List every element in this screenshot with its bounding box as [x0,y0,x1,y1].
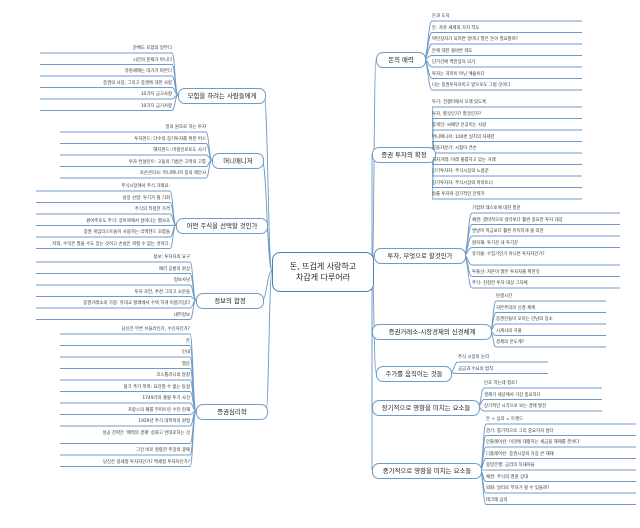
branch-10-leaf-1[interactable]: 주식시장에서 주식 거래료: [121,184,170,189]
branch-2-leaf-2[interactable]: 투자, 할것인가? 말것인가? [432,111,482,117]
branch-12-leaf-3[interactable]: 인내 [181,350,190,355]
branch-1-leaf-2[interactable]: 돈: 자유 세계의 가치 척도 [432,25,480,31]
branch-3-leaf-6[interactable]: 투플선: 자본이 많은 투자자를 위한것 [472,269,540,275]
branch-node-5[interactable]: 주가를 움직이는 것들 [376,366,452,382]
central-topic-line-1: 돈, 뜨겁게 사랑하고 [289,262,357,271]
branch-9-leaf-2[interactable]: 투자펀드: 다수의 장기투자를 위한 버스 [134,136,206,142]
branch-12-leaf-9[interactable]: 1929년 주식 대폭락의 원형 [138,419,190,424]
branch-8-leaf-4[interactable]: 증권의 사장, 그리고 증권에 대한 사랑 [103,80,172,86]
branch-12-leaf-12[interactable]: 당신은 길세형 투자자인가? 백세형 투자자인가? [103,459,190,465]
branch-node-1[interactable]: 돈의 매력 [376,52,426,68]
branch-10-leaf-2[interactable]: 성장 산업: 투기가 될 기회 [122,195,170,201]
branch-11-leaf-1[interactable]: 정보: 투자자의 요구 [153,255,190,260]
branch-1-leaf-3[interactable]: 박탄장자가 되려면 얼마나 많은 돈이 필요할까? [432,37,519,42]
branch-8-leaf-6[interactable]: 10가지 금기사항 [140,103,172,109]
branch-10-leaf-3[interactable]: 주식의 적정한 가격 [134,207,170,212]
branch-3-leaf-4[interactable]: 원자재: 투기꾼 내 투기꾼 [472,240,519,246]
branch-9-leaf-4[interactable]: 투자 컨설턴트: 고들의 기름은 고객의 고통 [128,159,206,165]
branch-12-leaf-8[interactable]: 프랑스의 폐를 부퍼트린 수찬 현재 [127,407,190,413]
branch-node-3[interactable]: 투자, 무엇으로 할것인가 [374,248,466,264]
branch-12-leaf-4[interactable]: 행운 [181,361,190,367]
branch-7-leaf-5[interactable]: 중앙은행: 금리의 독재자들 [486,463,535,468]
branch-1-leaf-7[interactable]: 나는 증권투자자이고 앞으로도 그럴 것이다. [432,83,512,88]
branch-4-leaf-2[interactable]: 자본주의의 신경 체계 [496,305,536,311]
branch-7-leaf-3[interactable]: 인플레이션: 이것에 대항하는 세금을 해제를 준비다 [486,440,580,445]
branch-12-leaf-10[interactable]: 성공 전략은 '매력의 경제' 승화고 반대로하는 것 [102,430,190,436]
branch-11-leaf-3[interactable]: 정보사냥 [173,278,190,283]
branch-9-leaf-3[interactable]: 헤지펀드: 마왕인로토도 사기 [153,148,206,153]
branch-7-leaf-1[interactable]: 돈 + 심리 = 트렌드 [486,417,524,422]
branch-5-leaf-2[interactable]: 공급과 수요의 법칙 [458,366,494,372]
branch-12-leaf-1[interactable]: 당신은 부른 브들라인가, 수신자인가? [121,327,190,332]
branch-10-leaf-6[interactable]: 저희, 수익은 많을 수도 있는 것이고 손실은 피할 수 없는 것이다. [52,241,170,247]
branch-2-leaf-1[interactable]: 투기: 전쟁터에서 오래 있도록 [432,100,487,105]
branch-12-leaf-11[interactable]: 그건 바로 명랑한 주장의 광패 [135,448,190,453]
branch-11-leaf-2[interactable]: 패러 공룡의 원상 [158,266,190,272]
branch-6-leaf-2[interactable]: 경제가 세상에서 가장 중요하다 [484,392,541,398]
branch-7-leaf-6[interactable]: 채권: 주식의 영원 상대 [486,474,529,480]
branch-8-leaf-1[interactable]: 분배도 모험의 일부다 [132,46,172,51]
branch-9-leaf-1[interactable]: 일의 원조로 하는 투자 [165,125,206,130]
branch-9-leaf-5[interactable]: 자산관리사: 머니매니저 중의 제안사 [139,171,206,176]
branch-2-leaf-7[interactable]: 단기투자자: 주식시장의 노름꾼 [432,169,489,174]
branch-node-6[interactable]: 장기적으로 영향을 미치는 요소들 [372,400,480,416]
central-topic-line-2: 차갑게 다루어라 [295,273,351,282]
branch-12-leaf-6[interactable]: 블크 주가 폭락: 묘라질 수 없는 동정 [123,384,190,390]
branch-3-leaf-5[interactable]: 유가물: 수집가인가 아니면 투자자인가? [472,252,545,257]
branch-7-leaf-2[interactable]: 경기: 통기적으로 그리 중요하지 않다 [486,428,554,434]
branch-12-leaf-7[interactable]: 1749가의 폴랄 투기 사건 [142,396,190,401]
branch-3-leaf-2[interactable]: 채권: 결비적으로 생각보다 훨씬 중요한 투자 대상 [472,217,563,223]
branch-4-leaf-3[interactable]: 증권인들이 모이는 만남의 장소 [496,317,553,322]
branch-10-leaf-5[interactable]: 증권 게임리스트들이 사용하는 리액젼드 조합들 [83,230,170,235]
branch-4-leaf-4[interactable]: 시계사의 거울 [496,328,522,334]
branch-3-leaf-7[interactable]: 주식: 진정한 투자 대상 그자체 [472,281,528,286]
branch-11-leaf-6[interactable]: 내부정보 [173,312,190,318]
branch-node-7[interactable]: 중기적으로 영향을 미치는 요소들 [372,463,482,479]
branch-12-leaf-2[interactable]: 돈 [185,338,190,344]
branch-8-leaf-5[interactable]: 10가지 금고사항 [140,92,172,97]
branch-6-leaf-3[interactable]: 장기적인 시각으로 보는 경제 발전 [484,404,547,409]
branch-2-leaf-8[interactable]: 장기투자자: 주식시장의 마라토너 [432,180,493,186]
branch-6-leaf-1[interactable]: 단조 하는데 접조? [484,381,518,386]
branch-11-leaf-5[interactable]: 증권거래소의 가중: 유대교 할레에서 수택 하게 이름가입다 [83,301,190,306]
branch-12-leaf-5[interactable]: 코스톨라니의 달걀 [156,373,190,378]
branch-8-leaf-3[interactable]: 유명세에는 대가가 따른다 [124,69,172,74]
branch-4-leaf-1[interactable]: 탄생시간 [496,294,513,299]
branch-2-leaf-4[interactable]: 머니메니저: 100번 일치의 자세한 [432,134,495,140]
branch-1-leaf-4[interactable]: 돈에 대한 올바른 태도 [432,48,473,54]
branch-node-8[interactable]: 모험을 하려는 사람들에게 [178,88,266,104]
branch-node-12[interactable]: 증권심리학 [196,404,268,420]
branch-11-leaf-4[interactable]: 투자 조언, 추천 그리고 소문들 [134,289,190,295]
branch-1-leaf-6[interactable]: 투자는 과학이 아닌 예술이다 [432,71,485,77]
branch-node-2[interactable]: 증권 투자의 확정 [372,147,436,163]
branch-2-leaf-5[interactable]: 공을자분가: 시점이 큰손 [432,146,477,151]
branch-7-leaf-7[interactable]: 외화: 달러로 부자가 될 수 있을까? [486,486,550,491]
branch-1-leaf-5[interactable]: 단기간에 백만장자 되기 [432,60,476,65]
branch-3-leaf-1[interactable]: 기업파 레스토에 대한 질문 [472,206,521,211]
branch-1-leaf-1[interactable]: 돈과 도덕 [432,14,450,19]
branch-node-11[interactable]: 정보의 함정 [196,293,264,309]
branch-10-leaf-4[interactable]: 원어주로도 주식: 장마까에서 살아나는 별사조 [86,218,170,224]
branch-3-leaf-3[interactable]: 엔날이 적금보다 훨씬 유익하게 볼 리한 [472,229,544,234]
branch-node-4[interactable]: 증권거래소-시장경제의 신경체계 [372,324,492,340]
branch-2-leaf-6[interactable]: 치자거래: 미래 볼륨하고 있는 거래 [432,157,496,163]
branch-2-leaf-3[interactable]: 증개인: 씨때만 인공이는 사람 [432,123,487,128]
branch-7-leaf-4[interactable]: 디플레이션: 증권시장의 가장 큰 재해 [486,451,554,457]
branch-node-9[interactable]: 머니매니저 [212,153,264,169]
branch-8-leaf-2[interactable]: 시간의 문제가 아니다 [132,57,172,63]
branch-4-leaf-5[interactable]: 경제의 온도계? [496,340,524,345]
branch-5-leaf-1[interactable]: 주식 시장의 논리 [458,355,490,360]
branch-node-10[interactable]: 어떤 주식을 선택할 것인가 [176,218,268,234]
central-topic[interactable]: 돈, 뜨겁게 사랑하고 차갑게 다루어라 [272,252,374,292]
branch-7-leaf-8[interactable]: 테크레 심리 [486,497,508,503]
branch-2-leaf-9[interactable]: 승률 투자와 장기적인 전략가 [432,192,485,197]
